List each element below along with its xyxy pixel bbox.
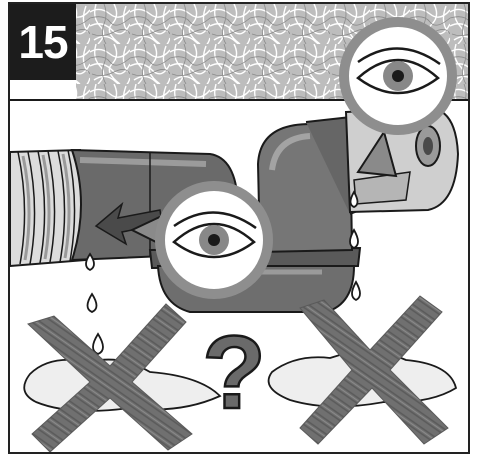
leak-check-illustration: ? <box>10 4 470 454</box>
step-number: 15 <box>10 4 76 80</box>
illustration-frame: ? 15 <box>8 2 470 454</box>
question-mark-icon: ? <box>202 315 266 431</box>
